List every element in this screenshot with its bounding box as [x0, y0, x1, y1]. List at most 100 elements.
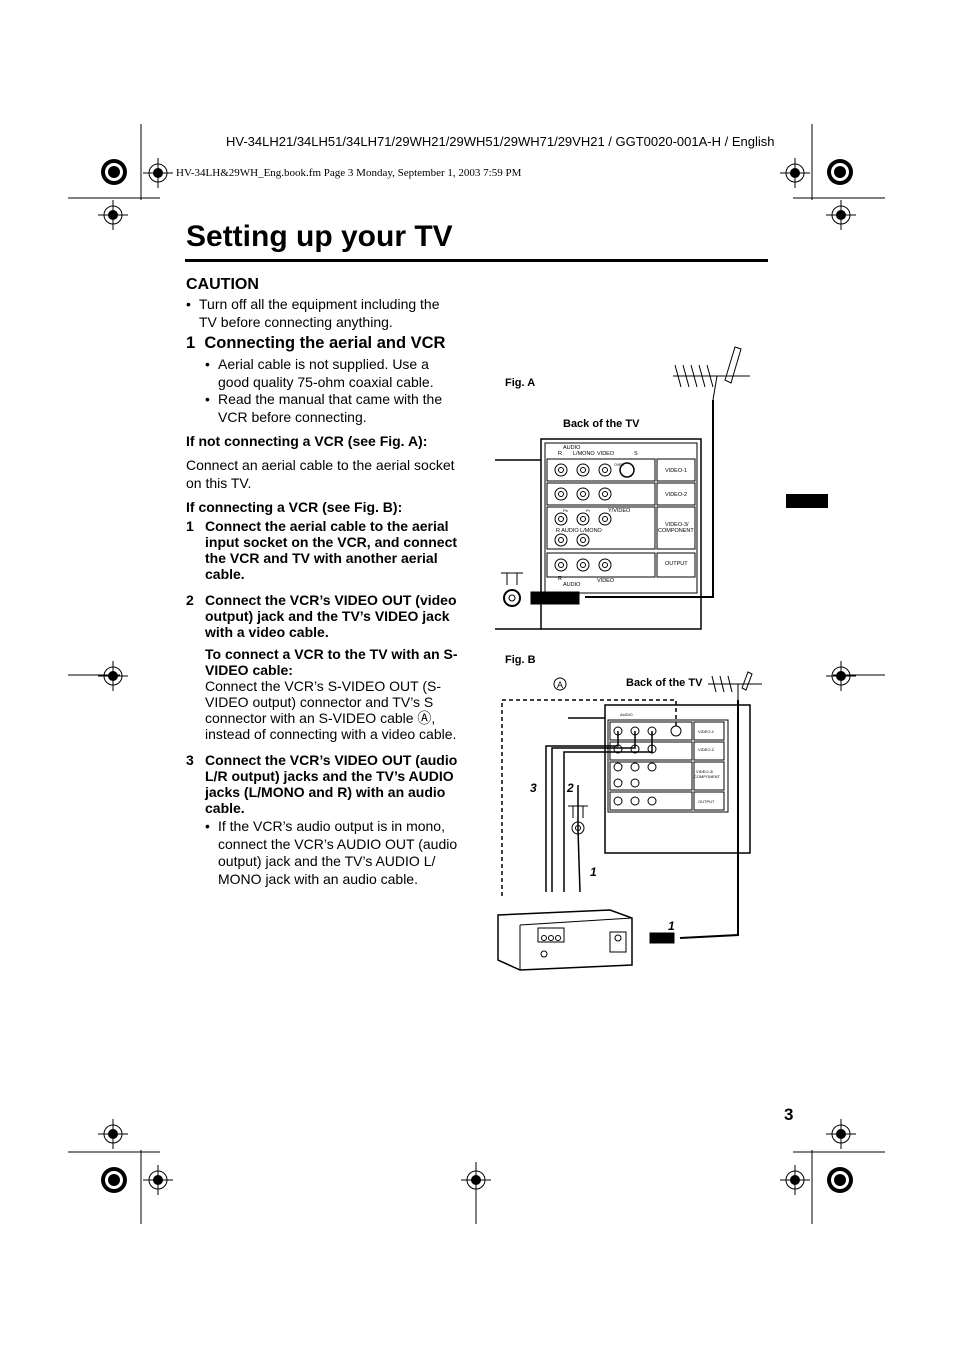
registration-mark-icon [780, 1165, 810, 1195]
fig-a-video2: VIDEO-2 [665, 492, 687, 498]
svideo-line: instead of connecting with a video cable… [205, 726, 457, 742]
aerial-antenna-icon [673, 346, 750, 401]
fig-a-pb: Pb [563, 508, 569, 513]
svideo-heading-line: VIDEO cable: [205, 662, 293, 678]
aerial-line-2: good quality 75-ohm coaxial cable. [218, 373, 434, 390]
manual-line-2: VCR before connecting. [218, 408, 367, 425]
fig-a-audio-out: AUDIO [563, 582, 581, 588]
registration-mark-icon [143, 158, 173, 188]
fig-a-output: OUTPUT [665, 561, 688, 567]
fig-a-component: COMPONENT [658, 528, 694, 534]
fig-a-r-out: R [558, 576, 562, 582]
registration-mark-icon [98, 661, 128, 691]
model-line: HV-34LH21/34LH51/34LH71/29WH21/29WH51/29… [226, 134, 775, 149]
fig-a-r-audio-lmono: R AUDIO L/MONO [556, 528, 603, 534]
fig-a-diagram: AUDIO R L/MONO VIDEO S OVER VIDEO-1 VIDE… [495, 346, 750, 630]
section-heading: 1 Connecting the aerial and VCR [186, 334, 446, 352]
fig-a-s: S [634, 451, 638, 457]
registration-mark-icon [826, 661, 856, 691]
step-2-line: output) jack and the TV’s VIDEO jack [205, 608, 450, 624]
svideo-note: To connect a VCR to the TV with an S- VI… [205, 646, 475, 742]
manual-line-1: Read the manual that came with the [218, 391, 443, 407]
svideo-line: VIDEO output) connector and TV’s S [205, 694, 434, 710]
fig-b-video1: VIDEO-1 [698, 729, 715, 734]
mono-line: output) jack and the TV’s AUDIO L/ [218, 853, 436, 869]
no-vcr-line-2: on this TV. [186, 474, 252, 491]
caution-line-2: TV before connecting anything. [199, 313, 393, 330]
fig-a-lmono: L/MONO [573, 451, 595, 457]
bullet-dot: • [205, 818, 210, 834]
fig-b-diagram: AUDIO VIDEO-1 VIDEO-2 VIDEO-3/ COMPONENT… [497, 671, 762, 971]
aerial-antenna-icon [708, 671, 762, 700]
fig-a-yvideo: Y/VIDEO [608, 508, 631, 514]
fig-b-component: COMPONENT [694, 774, 721, 779]
svideo-heading-line: To connect a VCR to the TV with an S- [205, 646, 458, 662]
fig-a-video: VIDEO [597, 451, 615, 457]
starburst-icon [101, 159, 127, 185]
fig-b-back-label: Back of the TV [626, 677, 703, 689]
registration-mark-icon [143, 1165, 173, 1195]
aerial-line-1: Aerial cable is not supplied. Use a [218, 356, 429, 372]
no-vcr-heading: If not connecting a VCR (see Fig. A): [186, 433, 428, 449]
caution-line-1: Turn off all the equipment including the [199, 296, 440, 312]
page-number: 3 [784, 1105, 794, 1124]
step-1-line: input socket on the VCR, and connect [205, 534, 458, 550]
fig-a-over: OVER [614, 463, 624, 467]
step-3-line: cable. [205, 800, 245, 816]
registration-mark-icon [826, 1119, 856, 1149]
page-title: Setting up your TV [186, 220, 453, 253]
mono-line: If the VCR’s audio output is in mono, [218, 818, 445, 834]
svideo-line: Connect the VCR’s S-VIDEO OUT (S- [205, 678, 441, 694]
svideo-line: connector with an S-VIDEO cable Ⓐ, [205, 710, 436, 726]
registration-mark-icon [98, 200, 128, 230]
fig-b-step-3: 3 [530, 781, 537, 795]
fig-b-video3: VIDEO-3/ [696, 769, 714, 774]
registration-mark-icon [826, 200, 856, 230]
step-3-line: jacks (L/MONO and R) with an audio [205, 784, 446, 800]
fig-a-pr: Pr [586, 508, 591, 513]
step-3-line: L/R output) jacks and the TV’s AUDIO [205, 768, 454, 784]
fig-a-video1: VIDEO-1 [665, 468, 687, 474]
fig-b-label: Fig. B [505, 654, 536, 666]
starburst-icon [827, 1167, 853, 1193]
vcr-icon [497, 909, 675, 971]
starburst-icon [827, 159, 853, 185]
section-tab [786, 494, 828, 508]
step-1-line: Connect the aerial cable to the aerial [205, 518, 449, 534]
fig-b-output: OUTPUT [698, 799, 715, 804]
step-3-line: Connect the VCR’s VIDEO OUT (audio [205, 752, 458, 768]
registration-mark-icon [461, 1165, 491, 1195]
bullet-dot: • [205, 391, 210, 407]
step-2-line: Connect the VCR’s VIDEO OUT (video [205, 592, 457, 608]
coaxial-plug-icon [501, 572, 580, 607]
step-number: 1 [186, 518, 194, 534]
file-info-line: HV-34LH&29WH_Eng.book.fm Page 3 Monday, … [176, 167, 522, 179]
bullet-dot: • [186, 296, 191, 312]
no-vcr-line-1: Connect an aerial cable to the aerial so… [186, 457, 455, 473]
title-rule [185, 259, 768, 262]
fig-b-video2: VIDEO-2 [698, 747, 715, 752]
fig-a-video-out: VIDEO [597, 578, 615, 584]
fig-a-video3: VIDEO-3/ [665, 522, 689, 528]
step-1-line: cable. [205, 566, 245, 582]
fig-a-back-label: Back of the TV [563, 418, 640, 430]
starburst-icon [101, 1167, 127, 1193]
mono-line: connect the VCR’s AUDIO OUT (audio [218, 835, 458, 852]
step-number: 3 [186, 752, 194, 768]
fig-a-r: R [558, 451, 562, 457]
fig-b-step-1b: 1 [668, 919, 675, 933]
fig-b-step-2: 2 [566, 781, 574, 795]
fig-a-audio: AUDIO [563, 445, 581, 451]
step-number: 2 [186, 592, 194, 608]
caution-heading: CAUTION [186, 276, 259, 293]
bullet-dot: • [205, 356, 210, 372]
step-1-line: the VCR and TV with another aerial [205, 550, 438, 566]
fig-b-step-1a: 1 [590, 865, 597, 879]
fig-b-a-marker: A [557, 680, 563, 690]
registration-mark-icon [98, 1119, 128, 1149]
mono-line: MONO jack with an audio cable. [218, 870, 418, 887]
step-2-line: with a video cable. [205, 624, 329, 640]
vcr-heading: If connecting a VCR (see Fig. B): [186, 499, 403, 515]
registration-mark-icon [780, 158, 810, 188]
